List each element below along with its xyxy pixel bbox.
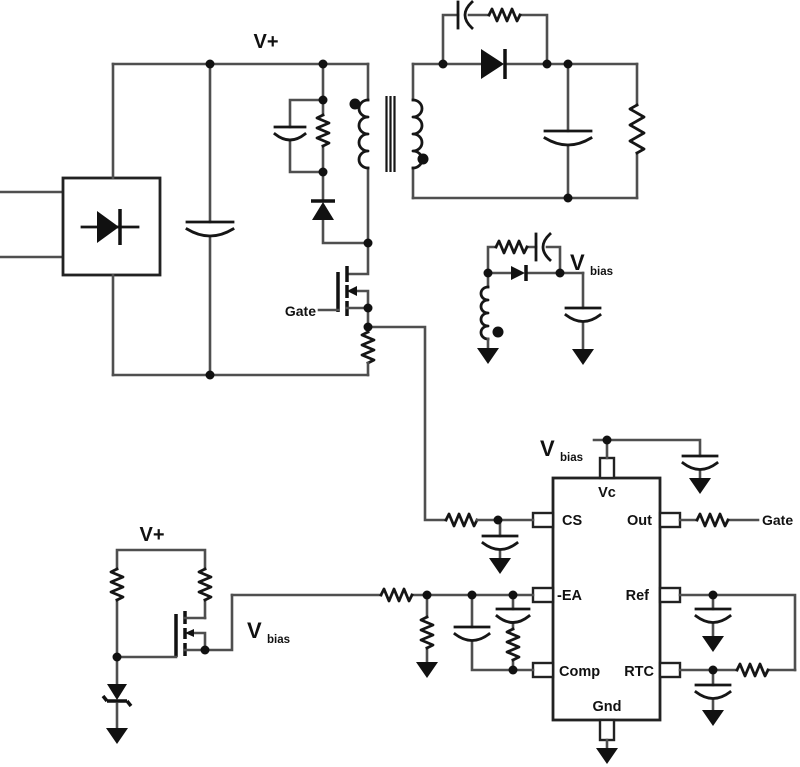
bias-phase-dot <box>492 326 504 338</box>
pin-label-cs: CS <box>562 513 582 529</box>
pwm-controller-ic: Vc CS Out -EA Ref Comp RTC Gnd <box>531 456 682 742</box>
startup-resistor-left <box>109 567 125 602</box>
pin-ea <box>531 586 555 604</box>
startup-resistor-right <box>197 567 213 602</box>
ground-icon <box>702 636 724 652</box>
vbias-label-ic: V bias <box>540 436 583 464</box>
load-resistor <box>628 62 646 200</box>
cs-resistor <box>444 512 479 528</box>
ground-icon <box>106 728 128 744</box>
gate-label-mosfet: Gate <box>285 303 316 319</box>
cs-sense-wire <box>366 325 448 522</box>
pin-label-rtc: RTC <box>624 664 654 680</box>
junction-dots <box>112 59 718 675</box>
ground-icon <box>702 710 724 726</box>
zener-diode-icon <box>107 684 127 700</box>
svg-text:V: V <box>247 618 262 643</box>
snubber-resistor <box>487 7 522 23</box>
ea-input-resistor <box>379 587 414 603</box>
vc-supply <box>592 438 719 494</box>
ref-rtc-network <box>678 593 797 726</box>
pin-gnd <box>598 718 616 742</box>
svg-text:V: V <box>540 436 555 461</box>
ground-icon <box>689 478 711 494</box>
vplus-label-top: V+ <box>253 31 278 53</box>
primary-phase-dot <box>349 98 361 110</box>
clamp-resistor <box>315 113 331 148</box>
pin-label-vc: Vc <box>598 485 616 501</box>
pin-label-comp: Comp <box>559 664 600 680</box>
ground-icon <box>596 748 618 764</box>
main-mosfet <box>317 241 370 334</box>
comp-resistor <box>505 627 521 662</box>
ground-icon <box>477 348 499 364</box>
bias-winding <box>479 285 490 341</box>
ea-ground-resistor <box>419 615 435 650</box>
output-diode-icon <box>481 49 504 79</box>
gate-label-out: Gate <box>762 512 793 528</box>
pin-label-gnd: Gnd <box>593 699 622 715</box>
pin-label-ref: Ref <box>626 588 650 604</box>
pin-out <box>658 511 682 529</box>
current-sense-resistor <box>360 330 376 377</box>
pin-label-ea: -EA <box>557 588 583 604</box>
pin-comp <box>531 661 555 679</box>
bridge-rectifier <box>61 176 162 277</box>
pin-rtc <box>658 661 682 679</box>
bias-snubber-resistor <box>494 239 529 255</box>
svg-text:bias: bias <box>590 266 613 278</box>
startup-mosfet <box>174 611 207 657</box>
pin-ref <box>658 586 682 604</box>
clamp-diode-icon <box>312 202 334 220</box>
vbias-label-startup: V bias <box>247 618 290 646</box>
startup-circuit <box>101 548 234 744</box>
bias-winding-circuit <box>477 232 602 365</box>
bulk-capacitor <box>185 62 235 377</box>
rcd-clamp <box>273 62 370 245</box>
ac-input-lines <box>0 190 65 259</box>
cs-filter <box>444 512 535 574</box>
vplus-label-startup: V+ <box>139 524 164 546</box>
ic-ground <box>596 738 618 764</box>
pin-vc <box>598 456 616 480</box>
gate-resistor <box>695 512 730 528</box>
ground-icon <box>489 558 511 574</box>
svg-text:bias: bias <box>560 452 583 464</box>
output-snubber <box>441 0 549 66</box>
pin-label-out: Out <box>627 513 652 529</box>
bridge-diode-icon <box>97 211 119 243</box>
transformer <box>349 62 429 245</box>
svg-text:bias: bias <box>267 634 290 646</box>
bias-diode-icon <box>511 266 525 280</box>
output-capacitor <box>543 62 593 200</box>
ground-icon <box>416 662 438 678</box>
ground-icon <box>572 349 594 365</box>
pin-cs <box>531 511 555 529</box>
primary-winding <box>357 98 370 170</box>
vbias-label-aux: V bias <box>570 250 613 278</box>
body-arrow-icon <box>347 286 357 296</box>
svg-text:V: V <box>570 250 585 275</box>
rtc-resistor <box>735 662 770 678</box>
secondary-phase-dot <box>417 153 429 165</box>
body-arrow-icon <box>185 629 194 637</box>
gate-drive <box>678 512 760 528</box>
